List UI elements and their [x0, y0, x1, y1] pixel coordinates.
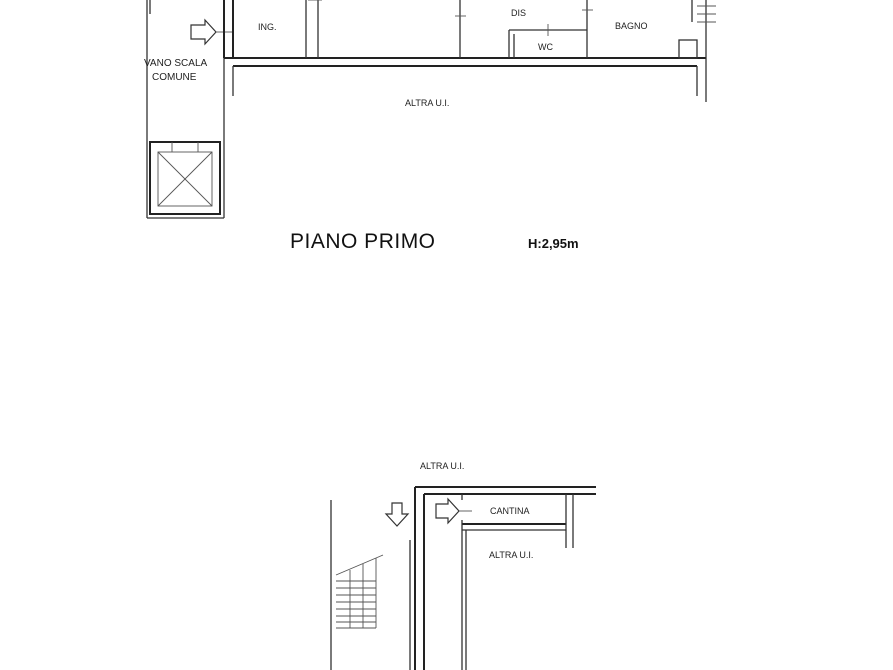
floor-title: PIANO PRIMO [290, 230, 436, 253]
lower-label-altra-ui-right: ALTRA U.I. [489, 550, 533, 560]
room-label-ingresso: ING. [258, 22, 277, 32]
stair-top-edge [335, 557, 377, 576]
room-label-cantina: CANTINA [490, 506, 530, 516]
room-label-disimpegno: DIS [511, 8, 526, 18]
elevator-shaft [149, 141, 221, 215]
room-label-bagno: BAGNO [615, 21, 648, 31]
elevator-cabin [157, 151, 213, 207]
stair-label-line1: VANO SCALA [144, 58, 207, 69]
down-arrow-icon [384, 502, 410, 527]
stair-lead-out [375, 554, 384, 559]
entrance-arrow-icon [190, 18, 217, 46]
lower-label-altra-ui-top: ALTRA U.I. [420, 461, 464, 471]
cellar-stair [335, 554, 384, 629]
cantina-entrance-arrow-icon [435, 497, 460, 525]
lower-floor-plan: ALTRA U.I. [330, 461, 596, 670]
stair-label-line2: COMUNE [152, 72, 197, 83]
floor-height: H:2,95m [528, 236, 579, 251]
room-label-wc: WC [538, 42, 553, 52]
elevator-cross-b [157, 151, 213, 207]
right-wall-pillar [678, 39, 698, 59]
upper-floor-plan: ING. DIS WC BAGNO ALTRA U.I. VANO SCALA … [144, 0, 716, 253]
room-label-altra-ui: ALTRA U.I. [405, 98, 449, 108]
